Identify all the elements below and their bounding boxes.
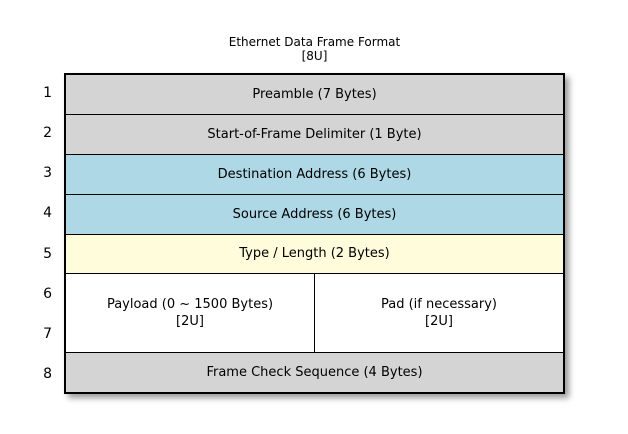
field-row-type-length: Type / Length (2 Bytes) [66,233,563,274]
field-cell-pad: Pad (if necessary) [2U] [314,274,563,353]
row-number-3: 3 [43,165,52,182]
field-label-source-address: Source Address (6 Bytes) [232,206,397,222]
field-label-type-length: Type / Length (2 Bytes) [239,246,390,262]
frame-format-table: Preamble (7 Bytes) Start-of-Frame Delimi… [64,73,565,394]
row-number-7: 7 [43,325,52,342]
field-label-pad-units: [2U] [425,314,453,330]
field-cell-payload: Payload (0 ~ 1500 Bytes) [2U] [66,274,314,352]
diagram-title: Ethernet Data Frame Format [8U] [64,35,565,63]
diagram-title-line1: Ethernet Data Frame Format [228,35,401,49]
row-number-4: 4 [43,205,52,222]
field-row-preamble: Preamble (7 Bytes) [66,75,563,114]
field-row-payload-pad: Payload (0 ~ 1500 Bytes) [2U] Pad (if ne… [66,273,563,353]
row-number-2: 2 [43,125,52,142]
field-label-payload: Payload (0 ~ 1500 Bytes) [106,297,274,313]
field-label-destination-address: Destination Address (6 Bytes) [217,166,412,182]
field-label-fcs: Frame Check Sequence (4 Bytes) [206,365,423,381]
field-row-fcs: Frame Check Sequence (4 Bytes) [66,352,563,392]
field-label-sfd: Start-of-Frame Delimiter (1 Byte) [207,126,422,142]
field-row-destination-address: Destination Address (6 Bytes) [66,153,563,194]
row-number-1: 1 [43,85,52,102]
row-number-rail: 1 2 3 4 5 6 7 8 [0,73,56,394]
row-number-5: 5 [43,245,52,262]
field-row-source-address: Source Address (6 Bytes) [66,193,563,234]
row-number-6: 6 [43,285,52,302]
field-label-preamble: Preamble (7 Bytes) [252,86,377,102]
row-number-8: 8 [43,365,52,382]
field-label-pad: Pad (if necessary) [380,297,497,313]
diagram-title-line2: [8U] [301,49,328,63]
field-label-payload-units: [2U] [176,314,204,330]
field-row-sfd: Start-of-Frame Delimiter (1 Byte) [66,113,563,154]
